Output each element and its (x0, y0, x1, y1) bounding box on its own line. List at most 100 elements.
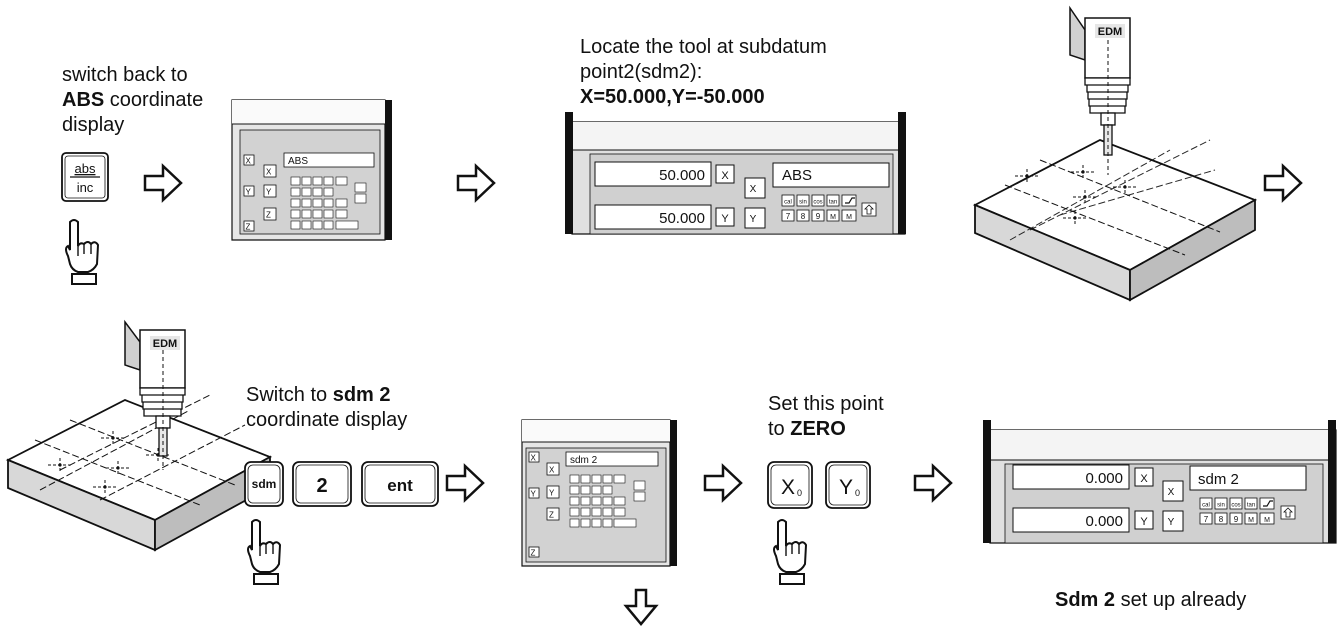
step2-instruction: Locate the tool at subdatum point2(sdm2)… (580, 35, 827, 110)
large-sdm-x-value: 0.000 (1085, 470, 1123, 487)
step3-sdm2-bold: sdm 2 (332, 384, 391, 406)
ent-key-label: ent (387, 476, 413, 495)
key-8: 8 (801, 212, 806, 221)
key-mem1: M (1248, 517, 1254, 524)
edm-label-top: EDM (1098, 26, 1122, 38)
large-readout-panel-abs (565, 112, 906, 235)
y0-key-label: Y (839, 476, 853, 499)
key-tan: tan (829, 200, 837, 206)
hand-pointer-icon (773, 519, 807, 585)
small-readout-panel-abs (231, 99, 392, 241)
edm-machine-bottom (5, 319, 273, 552)
large-sdm-y-axis-label: Y (1140, 516, 1148, 528)
y0-key-sub: 0 (855, 488, 860, 498)
x0-key-sub: 0 (797, 488, 802, 498)
x0-key[interactable] (767, 461, 813, 509)
small-panel-z0-key: Z (266, 211, 271, 220)
large-sdm-y-value: 0.000 (1085, 513, 1123, 530)
step1-line2-rest: coordinate (104, 89, 204, 111)
ent-key[interactable] (361, 461, 439, 507)
key-cos: cos (813, 200, 822, 206)
sdm-small-x0-key: X (549, 466, 555, 475)
step1-instruction: switch back to ABS coordinate display (62, 63, 203, 138)
x0-key-label: X (781, 476, 795, 499)
small-panel-x0-key: X (266, 168, 272, 177)
sdm-small-z0-key: Z (549, 511, 554, 520)
arrow-right-icon (445, 464, 485, 502)
large-sdm-x0-key: X (1168, 487, 1175, 498)
final-caption-bold: Sdm 2 (1055, 589, 1116, 611)
small-panel-y0-key: Y (266, 188, 272, 197)
large-abs-y0-key: Y (750, 214, 757, 225)
hand-pointer-icon (247, 519, 281, 585)
step2-coords: X=50.000,Y=-50.000 (580, 86, 765, 108)
small-panel-abs-mode-display: ABS (288, 156, 308, 167)
large-abs-x-value: 50.000 (659, 167, 705, 184)
inc-key-bottom-label: inc (77, 180, 94, 195)
small-panel-z-label: Z (246, 223, 251, 232)
key-2-label: 2 (316, 475, 327, 497)
step4-line1: Set this point (768, 393, 884, 415)
key-8: 8 (1219, 515, 1224, 524)
key-2[interactable] (292, 461, 352, 507)
step4-zero-bold: ZERO (790, 418, 846, 440)
key-mem2: M (1264, 517, 1270, 524)
key-mem1: M (830, 214, 836, 221)
key-7: 7 (1204, 515, 1209, 524)
sdm-small-z-label: Z (531, 549, 536, 558)
key-sin: sin (799, 200, 807, 206)
key-tan: tan (1247, 503, 1255, 509)
step3-instruction: Switch to sdm 2 coordinate display (246, 383, 407, 433)
sdm-key-label: sdm (252, 477, 277, 491)
large-abs-y-value: 50.000 (659, 210, 705, 227)
step3-line1: Switch to sdm 2 (246, 383, 407, 408)
step3-line2: coordinate display (246, 409, 408, 431)
key-7: 7 (786, 212, 791, 221)
abs-inc-key[interactable] (61, 152, 109, 202)
large-sdm-mode-display: sdm 2 (1198, 471, 1239, 488)
arrow-right-icon (456, 164, 496, 202)
step2-line2: point2(sdm2): (580, 61, 703, 83)
key-cal: cal (784, 200, 792, 206)
step1-line2: ABS coordinate (62, 88, 203, 113)
sdm-small-y0-key: Y (549, 489, 555, 498)
step1-line3: display (62, 114, 125, 136)
edm-machine-top (972, 5, 1258, 302)
step4-line2-pre: to (768, 418, 791, 440)
step1-abs-bold: ABS (62, 89, 105, 111)
key-cal: cal (1202, 503, 1210, 509)
arrow-right-icon (1263, 164, 1303, 202)
step3-line1-pre: Switch to (246, 384, 333, 406)
y0-key[interactable] (825, 461, 871, 509)
step1-line1: switch back to (62, 64, 188, 86)
large-sdm-y0-key: Y (1168, 517, 1175, 528)
key-sin: sin (1217, 503, 1225, 509)
final-caption-rest: set up already (1115, 589, 1247, 611)
step4-line2: to ZERO (768, 417, 884, 442)
step4-instruction: Set this point to ZERO (768, 392, 884, 442)
final-caption: Sdm 2 set up already (1055, 588, 1246, 613)
small-panel-y-label: Y (246, 188, 252, 197)
sdm-small-x-label: X (531, 454, 537, 463)
hand-pointer-icon (65, 219, 99, 285)
arrow-down-icon (623, 588, 659, 626)
sdm-key[interactable] (244, 461, 284, 507)
edm-label-bottom: EDM (153, 338, 177, 350)
small-readout-panel-sdm (521, 419, 677, 567)
key-mem2: M (846, 214, 852, 221)
arrow-right-icon (913, 464, 953, 502)
arrow-right-icon (143, 164, 183, 202)
large-abs-y-axis-label: Y (721, 213, 729, 225)
key-9: 9 (1234, 515, 1239, 524)
small-panel-x-label: X (246, 157, 252, 166)
large-abs-x-axis-label: X (721, 170, 729, 182)
sdm-small-mode-display: sdm 2 (570, 455, 598, 466)
large-abs-x0-key: X (750, 184, 757, 195)
sdm-small-y-label: Y (531, 490, 537, 499)
abs-key-top-label: abs (75, 161, 96, 176)
large-abs-mode-display: ABS (782, 167, 812, 184)
arrow-right-icon (703, 464, 743, 502)
large-readout-panel-sdm (983, 420, 1337, 544)
key-cos: cos (1231, 503, 1240, 509)
